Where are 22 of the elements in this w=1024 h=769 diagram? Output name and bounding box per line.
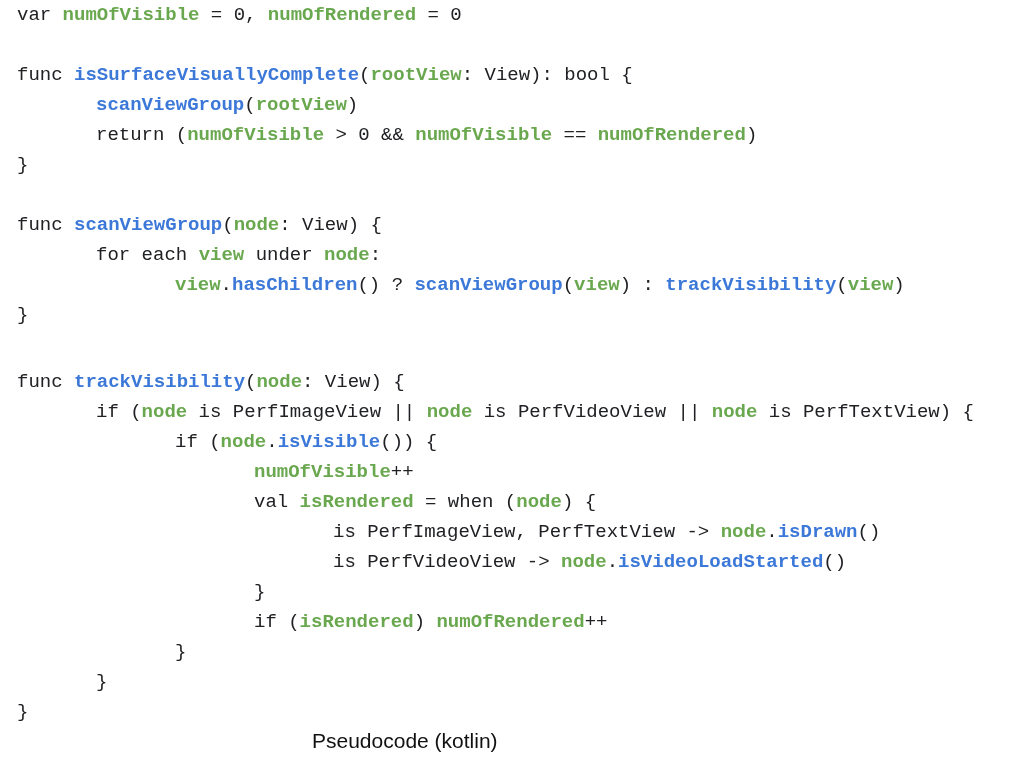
code-line: } (17, 700, 29, 724)
code-line: is PerfImageView, PerfTextView -> node.isDrawn() (333, 520, 881, 544)
code-line: func isSurfaceVisuallyComplete(rootView: View): bool { (17, 63, 633, 87)
code-line: return (numOfVisible > 0 && numOfVisible == numOfRendered) (96, 123, 758, 147)
code-line: numOfVisible++ (254, 460, 414, 484)
caption: Pseudocode (kotlin) (312, 729, 498, 753)
code-line: if (node.isVisible()) { (175, 430, 438, 454)
code-line: } (17, 303, 29, 327)
code-line: } (175, 640, 187, 664)
code-line: func trackVisibility(node: View) { (17, 370, 405, 394)
code-line: } (254, 580, 266, 604)
code-line: for each view under node: (96, 243, 382, 267)
code-line: } (17, 153, 29, 177)
code-line: } (96, 670, 108, 694)
code-line: func scanViewGroup(node: View) { (17, 213, 382, 237)
code-line: var numOfVisible = 0, numOfRendered = 0 (17, 3, 462, 27)
code-line: view.hasChildren() ? scanViewGroup(view) : trackVisibility(view) (175, 273, 905, 297)
code-line: val isRendered = when (node) { (254, 490, 597, 514)
code-line: scanViewGroup(rootView) (96, 93, 359, 117)
code-line: is PerfVideoView -> node.isVideoLoadStarted() (333, 550, 847, 574)
code-line: if (isRendered) numOfRendered++ (254, 610, 608, 634)
code-line: if (node is PerfImageView || node is PerfVideoView || node is PerfTextView) { (96, 400, 974, 424)
